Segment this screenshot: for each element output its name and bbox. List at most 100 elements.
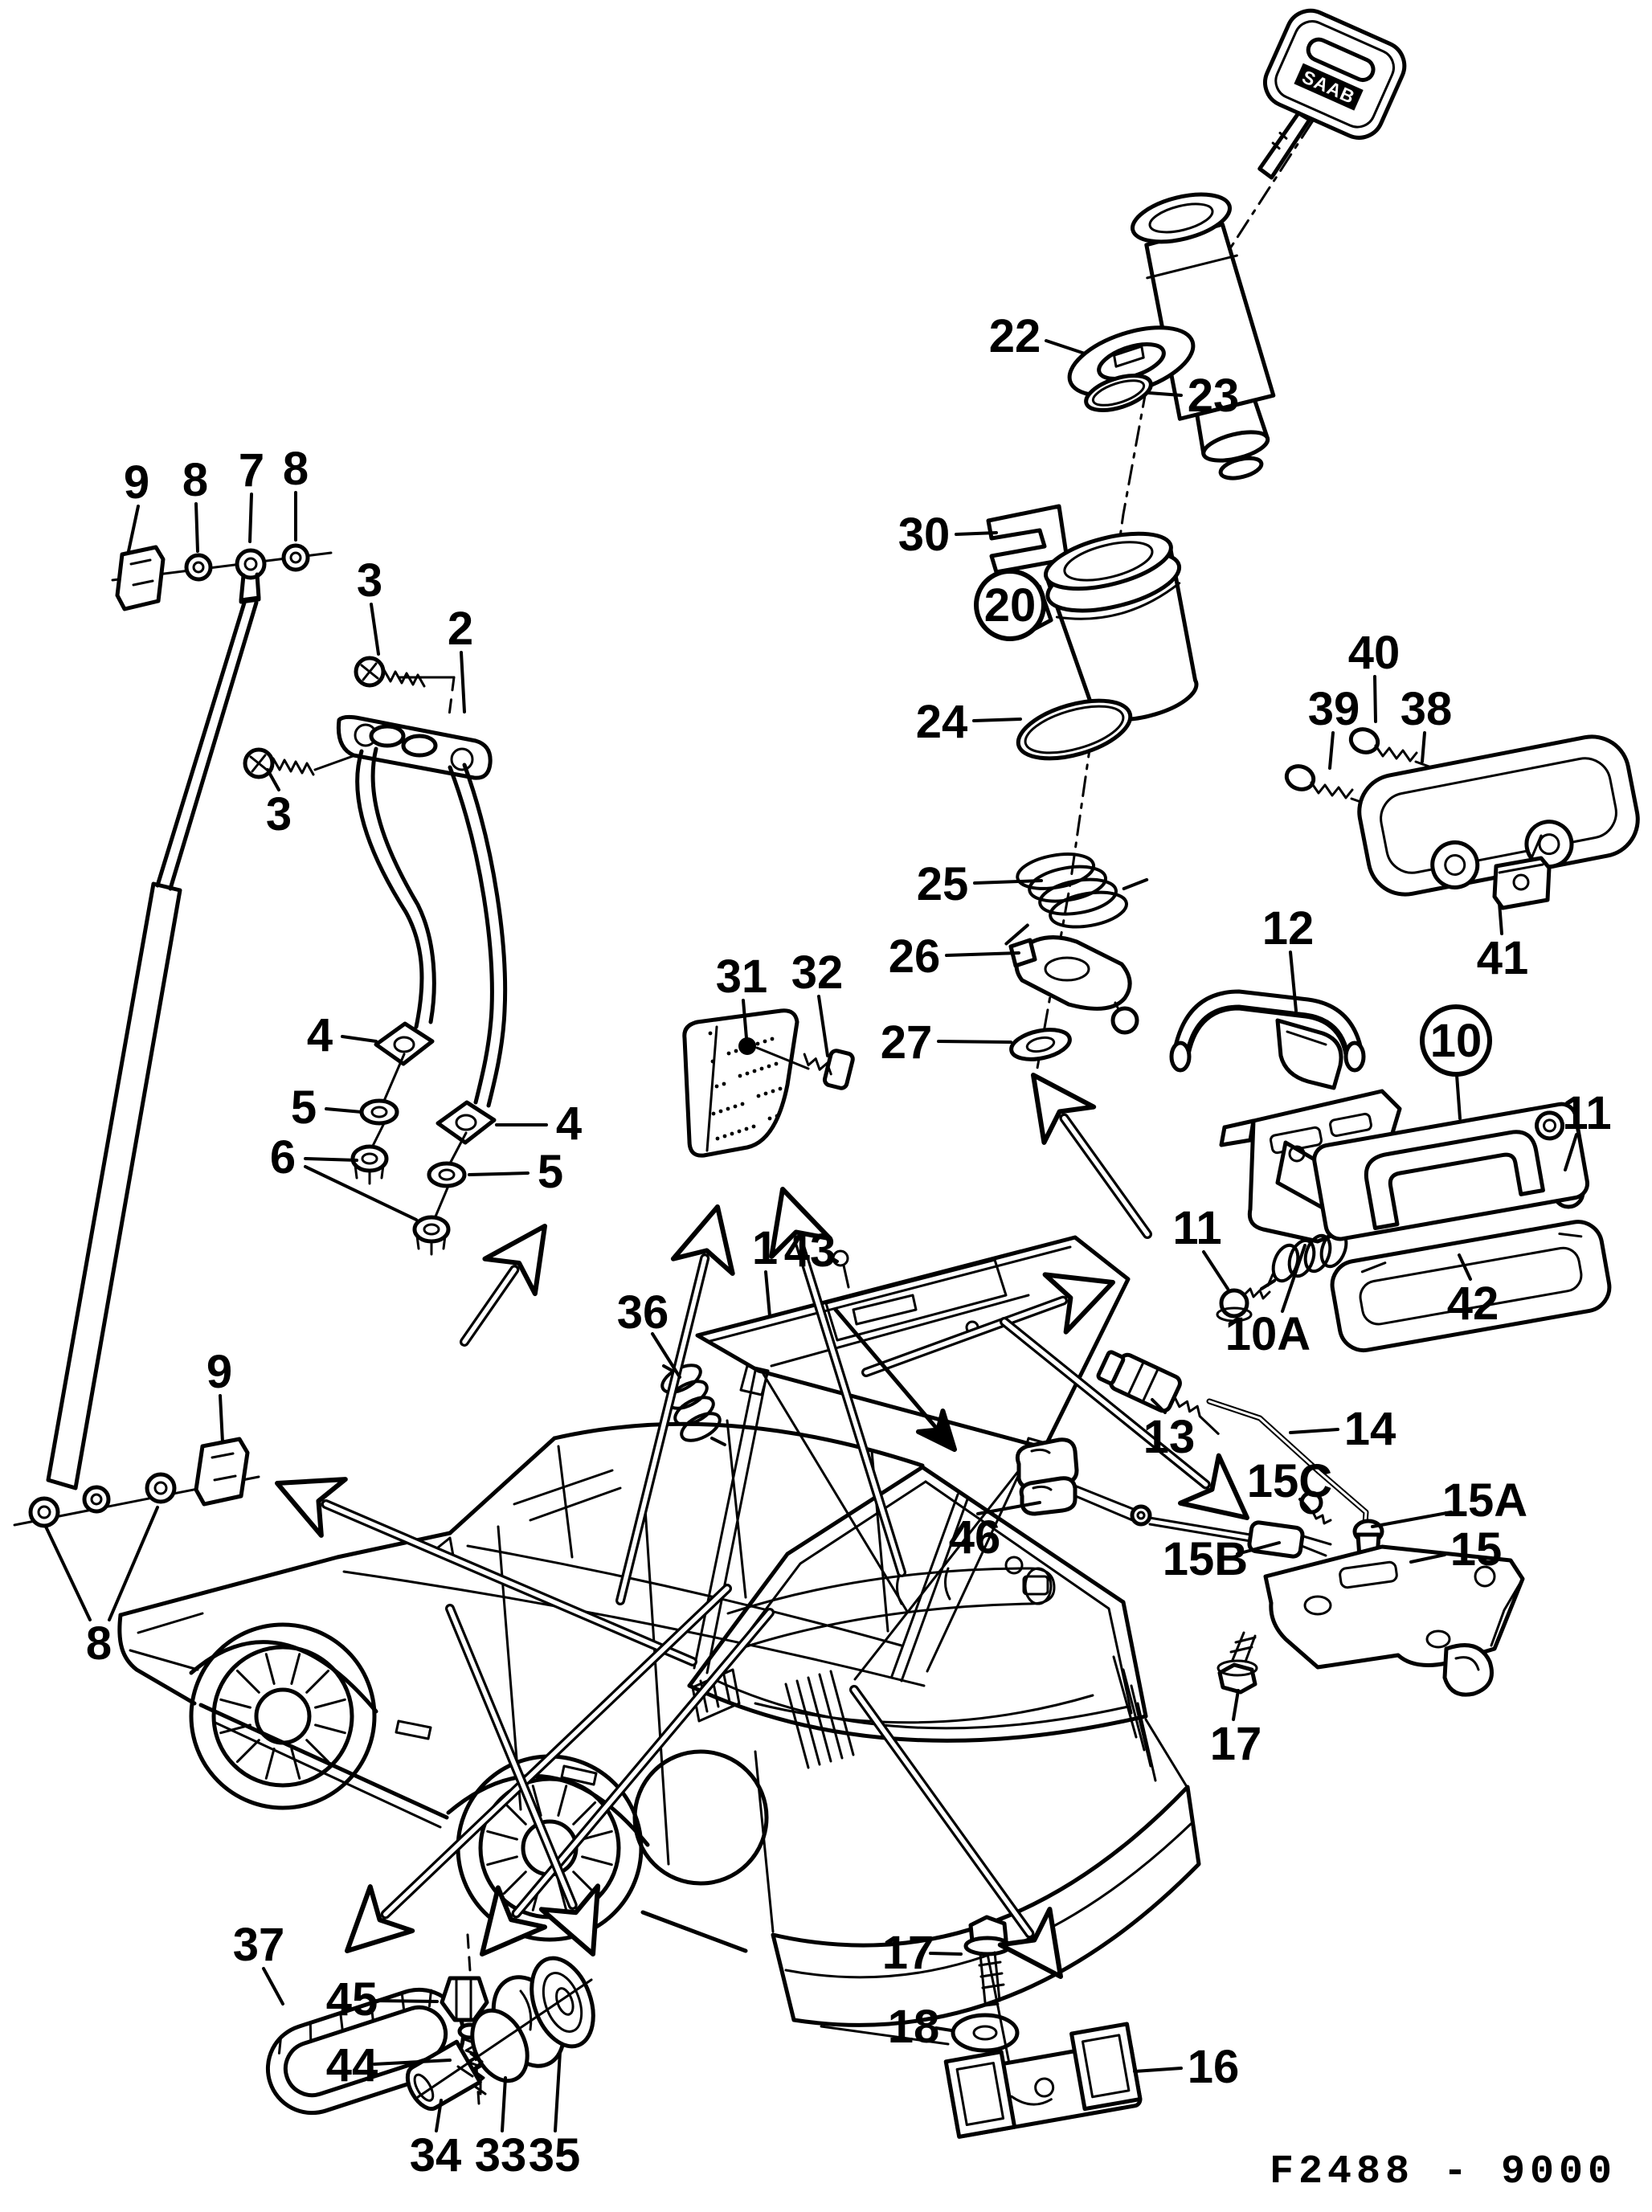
strut-clip xyxy=(115,545,166,611)
callout-24: 24 xyxy=(916,696,968,748)
callout-8b: 8 xyxy=(283,443,309,495)
leader-line xyxy=(1045,339,1086,355)
cover-plate-10 xyxy=(1312,1102,1590,1241)
callout-17a: 17 xyxy=(1210,1718,1262,1770)
callout-circle-20 xyxy=(974,569,1046,641)
callout-30: 30 xyxy=(898,509,951,561)
arrowhead xyxy=(345,1884,415,1953)
leader-line xyxy=(1202,1250,1229,1290)
switch-13 xyxy=(1096,1350,1220,1435)
callout-17b: 17 xyxy=(882,1927,934,1979)
screw-11b xyxy=(1216,1273,1274,1323)
leader-line xyxy=(955,531,998,536)
callout-20: 20 xyxy=(984,579,1037,632)
callout-37: 37 xyxy=(233,1919,285,1971)
bolt-17b xyxy=(963,1915,1012,2007)
leader-line xyxy=(373,2059,452,2066)
leader-line xyxy=(817,995,829,1057)
nut-6b xyxy=(412,1215,451,1244)
callout-22: 22 xyxy=(989,310,1041,362)
callout-38: 38 xyxy=(1401,683,1453,735)
callout-5b: 5 xyxy=(538,1146,563,1198)
callout-10A: 10A xyxy=(1225,1308,1311,1360)
leader-line xyxy=(1328,731,1335,770)
leader-line xyxy=(651,1332,681,1379)
callout-15: 15 xyxy=(1450,1523,1503,1576)
screw-32 xyxy=(803,1049,855,1090)
arrowhead xyxy=(538,1883,601,1956)
leader-line xyxy=(1232,1689,1240,1721)
clip-41 xyxy=(1492,856,1552,910)
leader-line xyxy=(972,718,1022,722)
leader-line xyxy=(44,1525,92,1621)
grab-handle-12 xyxy=(1169,989,1366,1090)
leader-line xyxy=(248,493,253,543)
leader-line xyxy=(554,2050,562,2132)
arrowhead xyxy=(1031,1073,1097,1145)
callout-33: 33 xyxy=(475,2129,527,2181)
washer-35 xyxy=(530,1956,595,2049)
leader-line xyxy=(1281,1244,1306,1313)
callout-circle-10 xyxy=(1420,1004,1492,1077)
arrowhead xyxy=(997,1907,1063,1979)
lamp-housing-38 xyxy=(1357,734,1640,897)
callout-34: 34 xyxy=(410,2129,462,2181)
callout-14: 14 xyxy=(1344,1403,1396,1455)
callout-32: 32 xyxy=(791,947,844,999)
leader-line xyxy=(266,768,280,791)
arrowhead xyxy=(1178,1453,1249,1520)
callout-3b: 3 xyxy=(266,788,292,840)
callout-8a: 8 xyxy=(182,454,208,506)
leader-line xyxy=(1421,731,1426,763)
leader-line xyxy=(341,1035,378,1043)
callout-31: 31 xyxy=(716,951,768,1003)
leader-line xyxy=(1458,1253,1472,1281)
callout-35: 35 xyxy=(529,2129,581,2181)
callout-25: 25 xyxy=(917,858,969,910)
callout-27: 27 xyxy=(881,1016,933,1069)
leader-line xyxy=(828,1255,839,1263)
leader-line xyxy=(1298,1498,1311,1512)
key-icon: SAAB xyxy=(1257,8,1407,180)
arrowhead xyxy=(482,1224,547,1297)
lock-retainer-30 xyxy=(986,504,1069,574)
washer-27 xyxy=(1009,1028,1072,1061)
leader-line xyxy=(1147,391,1183,397)
callout-15B: 15B xyxy=(1163,1533,1248,1585)
stiffener-plate-31 xyxy=(682,1008,799,1158)
leader-line xyxy=(370,603,380,656)
callout-41: 41 xyxy=(1477,932,1529,984)
callout-44: 44 xyxy=(326,2039,378,2091)
arrowhead xyxy=(275,1477,348,1538)
leader-line xyxy=(304,1165,418,1221)
leader-line xyxy=(1564,1133,1578,1171)
strut-clip-lower xyxy=(194,1437,250,1507)
bottom-parts xyxy=(265,1915,1143,2139)
lock-cylinder-group: SAAB xyxy=(986,8,1407,1074)
callout-7: 7 xyxy=(239,444,264,497)
bolt-17a xyxy=(1217,1631,1258,1695)
lock-bracket-15 xyxy=(1263,1544,1525,1697)
lock-ring-23 xyxy=(1084,374,1153,412)
callout-26: 26 xyxy=(889,930,941,983)
lock-linkage-group xyxy=(1067,1350,1525,1697)
o-ring-24 xyxy=(1016,698,1133,761)
leader-line xyxy=(764,1270,771,1318)
leader-line xyxy=(1455,1073,1462,1120)
leader-line xyxy=(1133,2067,1183,2073)
callout-16: 16 xyxy=(1188,2041,1240,2093)
leader-line xyxy=(1371,1511,1453,1528)
arrowhead xyxy=(915,1409,957,1452)
callout-13: 13 xyxy=(1143,1411,1196,1463)
leader-line xyxy=(929,1952,963,1956)
callout-1: 1 xyxy=(752,1222,778,1274)
leader-line xyxy=(945,951,1020,957)
callout-9a: 9 xyxy=(124,456,149,509)
leader-line xyxy=(1373,675,1377,723)
leader-line xyxy=(742,999,748,1040)
cam-26 xyxy=(1008,935,1139,1035)
arrowhead xyxy=(1042,1272,1115,1335)
gas-strut xyxy=(13,543,333,1528)
strut-eyelet xyxy=(235,548,267,580)
callout-12: 12 xyxy=(1262,902,1315,955)
